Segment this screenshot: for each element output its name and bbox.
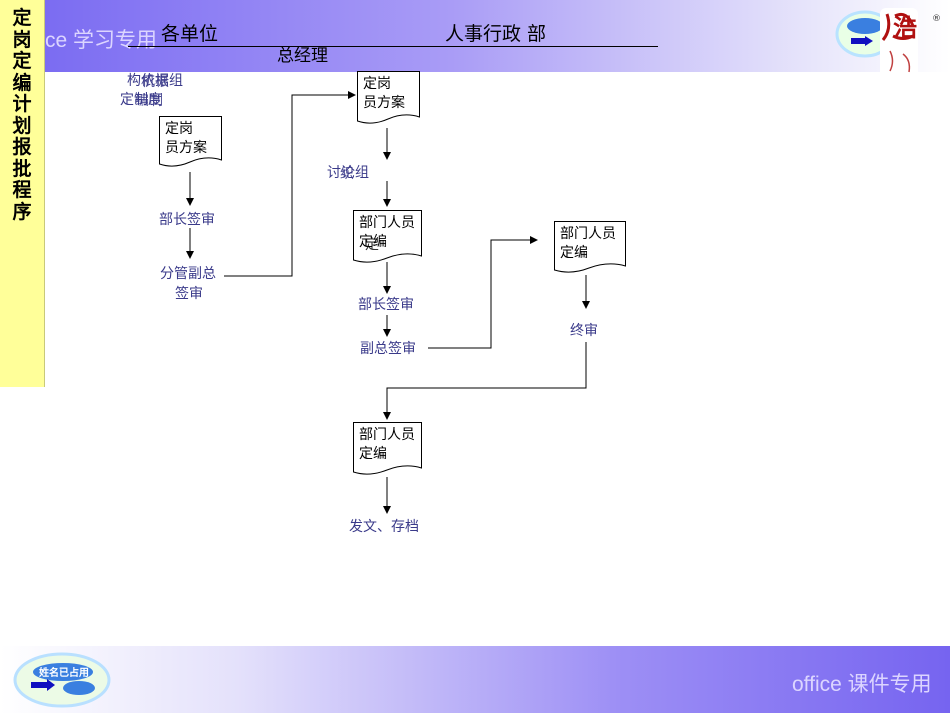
- doc-final-dept-staffing: 部门人员 定编: [353, 422, 422, 480]
- gm-final-review: 终审: [570, 323, 598, 339]
- seal-logo: 浩 ®: [835, 6, 941, 86]
- overlap-label-1b: 机根: [141, 74, 169, 90]
- seal-character: 浩: [893, 13, 917, 42]
- watermark-bottom: office 课件专用: [792, 673, 932, 696]
- registered-mark: ®: [932, 14, 941, 24]
- doc-hr-dept-staffing-line2: 定编: [359, 234, 387, 250]
- doc-hr-dept-staffing-line1: 部门人员: [359, 215, 415, 231]
- unit-step-minister: 部长签审: [159, 212, 215, 228]
- top-header-band: [44, 0, 950, 72]
- doc-hr-plan-line1: 定岗: [363, 76, 391, 92]
- arrow-unit-to-hr: [224, 91, 356, 277]
- unit-step-vp-line2: 签审: [175, 286, 203, 302]
- doc-unit-plan-line2: 员方案: [165, 140, 207, 156]
- overlap-label-1: 构依据组: [127, 73, 183, 89]
- doc-final-dept-staffing-line2: 定编: [359, 446, 387, 462]
- doc-gm-dept-staffing-line2: 定编: [560, 245, 588, 261]
- hr-discuss-b: 织: [340, 166, 354, 182]
- bottom-footer-band: [0, 646, 950, 713]
- overlap-label-2b: 编制: [135, 93, 163, 109]
- column-header-gm: 总经理: [277, 46, 328, 66]
- badge-text: 姓名已占用: [39, 668, 89, 679]
- hr-step-minister: 部长签审: [358, 297, 414, 313]
- doc-unit-plan: 定岗 员方案: [159, 116, 222, 172]
- arrow-gm-to-final-doc: [383, 342, 587, 420]
- doc-hr-dept-staffing-overlap: 定: [365, 237, 379, 253]
- arrow-hr-to-gm: [428, 236, 538, 349]
- hr-step-vp: 副总签审: [360, 341, 416, 357]
- final-issue-archive: 发文、存档: [349, 519, 419, 535]
- doc-final-dept-staffing-line1: 部门人员: [359, 427, 415, 443]
- hr-discuss: 讨论组: [327, 165, 369, 181]
- unit-step-vp-line1: 分管副总: [160, 266, 216, 282]
- doc-hr-plan-line2: 员方案: [363, 95, 405, 111]
- side-title: 定岗定编计划报批程序: [12, 7, 32, 223]
- header-rule: [128, 46, 658, 47]
- column-header-hr: 人事行政 部: [445, 23, 547, 45]
- doc-gm-dept-staffing-line1: 部门人员: [560, 226, 616, 242]
- doc-hr-plan: 定岗 员方案: [357, 71, 420, 129]
- side-title-panel: 定岗定编计划报批程序: [0, 0, 45, 387]
- column-header-units: 各单位: [161, 23, 219, 45]
- overlap-label-2: 定制度: [120, 92, 162, 108]
- doc-gm-dept-staffing: 部门人员 定编: [554, 221, 626, 278]
- badge-logo: 姓名已占用: [13, 652, 111, 708]
- doc-unit-plan-line1: 定岗: [165, 121, 193, 137]
- doc-hr-dept-staffing: 部门人员 定编 定: [353, 210, 422, 268]
